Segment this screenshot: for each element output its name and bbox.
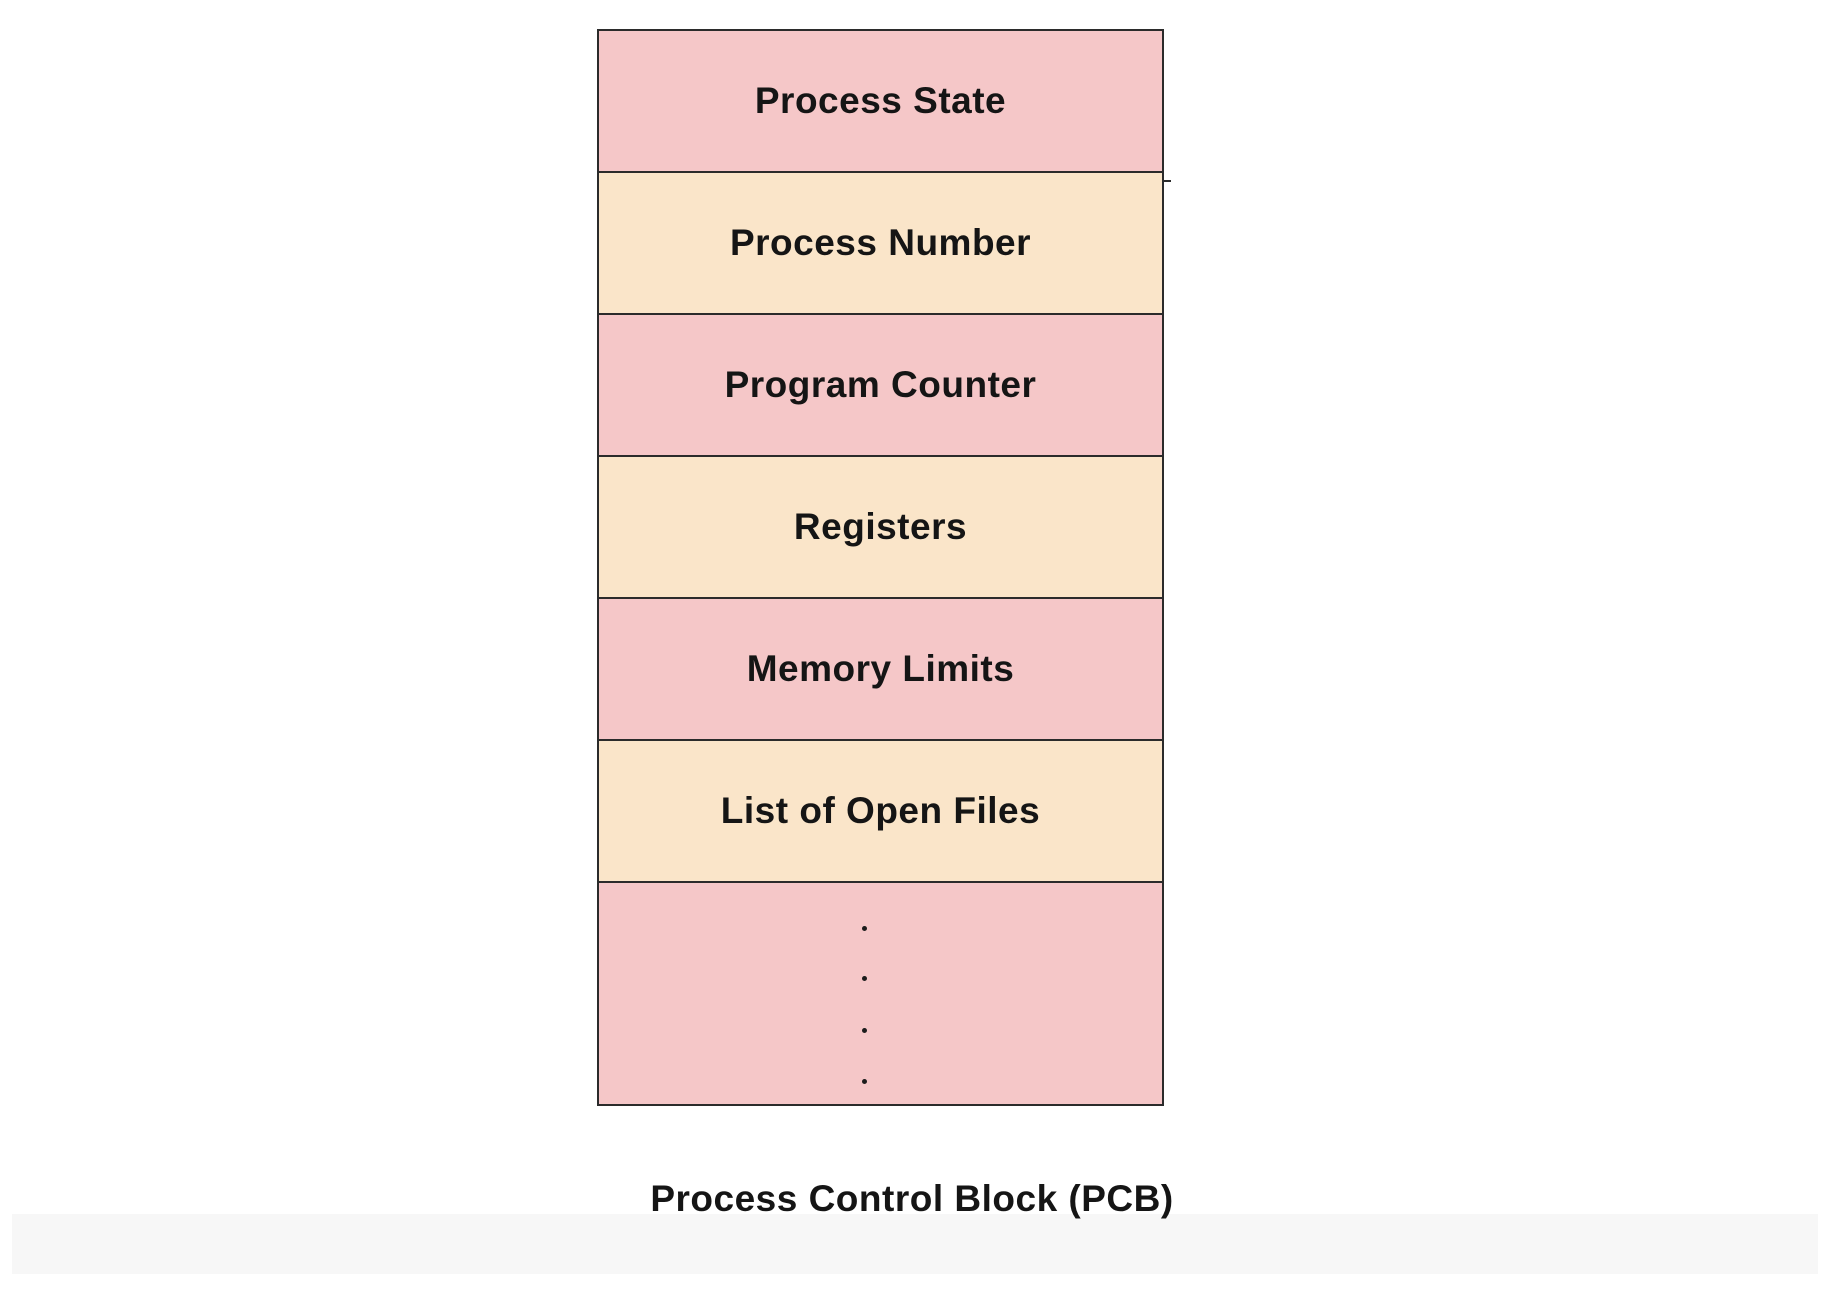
pcb-field-process-state: Process State: [599, 31, 1162, 173]
pcb-diagram: Process State Process Number Program Cou…: [597, 29, 1164, 1106]
diagram-caption: Process Control Block (PCB): [0, 1178, 1830, 1220]
border-tick: [1164, 180, 1171, 182]
pcb-field-open-files: List of Open Files: [599, 741, 1162, 883]
pcb-field-label: Registers: [793, 506, 968, 547]
pcb-continuation-section: [599, 883, 1162, 1104]
pcb-field-memory-limits: Memory Limits: [599, 599, 1162, 741]
pcb-field-registers: Registers: [599, 457, 1162, 599]
pcb-field-label: List of Open Files: [720, 790, 1041, 831]
ellipsis-dot: [862, 926, 867, 931]
pcb-field-label: Process State: [754, 80, 1007, 121]
pcb-field-label: Program Counter: [724, 364, 1037, 405]
pcb-field-label: Memory Limits: [746, 648, 1015, 689]
pcb-field-process-number: Process Number: [599, 173, 1162, 315]
pcb-field-program-counter: Program Counter: [599, 315, 1162, 457]
bottom-band: [12, 1214, 1818, 1274]
ellipsis-dot: [862, 1028, 867, 1033]
caption-text: Process Control Block (PCB): [650, 1178, 1174, 1219]
ellipsis-dot: [862, 1079, 867, 1084]
pcb-field-label: Process Number: [729, 222, 1032, 263]
ellipsis-dot: [862, 976, 867, 981]
